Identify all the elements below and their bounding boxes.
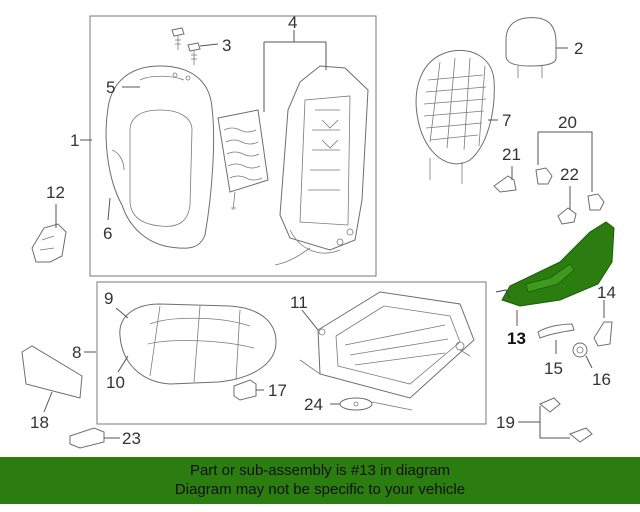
leader-lines	[43, 30, 605, 439]
part-labels: 1 2 3 4 5 6 7 8 9 10 11 12 13 14 15 16 1…	[30, 13, 616, 448]
label-24: 24	[304, 395, 323, 414]
label-6: 6	[103, 224, 112, 243]
seat-cushion-group-box	[96, 281, 487, 425]
part-19-clips[interactable]	[539, 397, 593, 443]
label-9: 9	[104, 289, 113, 308]
part-15-strip[interactable]	[537, 323, 575, 339]
label-17: 17	[268, 381, 287, 400]
label-2: 2	[574, 39, 583, 58]
label-23: 23	[122, 429, 141, 448]
part-7-seat-back-pad[interactable]	[415, 50, 495, 184]
part-3-screws[interactable]	[171, 27, 201, 65]
part-4-seat-back-frame[interactable]	[274, 65, 369, 266]
info-banner: Part or sub-assembly is #13 in diagram D…	[0, 457, 640, 504]
part-13-side-shield[interactable]	[495, 221, 615, 307]
seat-parts-diagram: 1 2 3 4 5 6 7 8 9 10 11 12 13 14 15 16 1…	[21, 13, 616, 449]
label-13: 13	[507, 329, 526, 348]
label-5: 5	[106, 78, 115, 97]
part-11-cushion-frame[interactable]	[299, 291, 475, 411]
part-18-trim-panel[interactable]	[21, 345, 83, 399]
part-4-lumbar-support[interactable]	[217, 109, 269, 211]
part-20-clips[interactable]	[535, 167, 605, 211]
part-5-seat-back-cover[interactable]	[105, 65, 215, 249]
part-16-knob[interactable]	[572, 342, 588, 358]
label-8: 8	[72, 343, 81, 362]
banner-line-1: Part or sub-assembly is #13 in diagram	[189, 462, 451, 479]
label-18: 18	[30, 413, 49, 432]
part-14-trim[interactable]	[593, 321, 613, 347]
label-7: 7	[502, 111, 511, 130]
label-14: 14	[597, 283, 616, 302]
label-16: 16	[592, 370, 611, 389]
label-19: 19	[496, 413, 515, 432]
part-2-headrest[interactable]	[505, 17, 557, 78]
label-3: 3	[222, 36, 231, 55]
part-10-seat-cushion-cover[interactable]	[119, 303, 277, 385]
part-24-bracket[interactable]	[339, 397, 373, 411]
label-10: 10	[106, 373, 125, 392]
part-12-bracket[interactable]	[31, 223, 67, 263]
part-17-module[interactable]	[233, 379, 257, 401]
label-15: 15	[544, 359, 563, 378]
seat-back-group-box	[89, 15, 377, 277]
label-22: 22	[560, 165, 579, 184]
part-23-module[interactable]	[69, 427, 105, 449]
label-20: 20	[558, 113, 577, 132]
label-21: 21	[502, 145, 521, 164]
label-4: 4	[288, 13, 297, 32]
part-22-clip[interactable]	[557, 207, 577, 225]
label-1: 1	[70, 131, 79, 150]
label-12: 12	[46, 183, 65, 202]
label-11: 11	[290, 293, 308, 312]
part-21-clip[interactable]	[493, 175, 517, 193]
banner-line-2: Diagram may not be specific to your vehi…	[174, 481, 466, 498]
